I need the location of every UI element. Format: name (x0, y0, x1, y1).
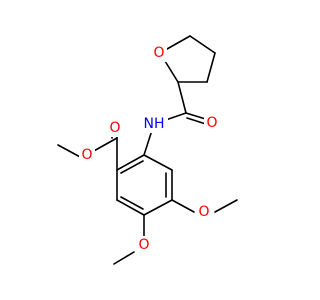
bond (120, 160, 144, 174)
atom-ester-oxygen: O (79, 146, 95, 164)
bond (91, 137, 118, 153)
atom-methoxy-oxygen-4: O (196, 203, 212, 221)
bond (143, 199, 173, 216)
atom-ester-carbonyl-oxygen: O (107, 119, 123, 137)
atom-label: O (138, 237, 149, 253)
bond (120, 196, 144, 210)
bond (116, 154, 145, 171)
atom-amide-nitrogen: NH (140, 115, 168, 133)
bond (177, 81, 187, 114)
bond (57, 144, 83, 159)
atom-ring-oxygen: O (151, 44, 167, 62)
atom-label: NH (144, 116, 165, 132)
bond (171, 199, 195, 213)
bond (143, 154, 173, 171)
bond-layer (57, 35, 238, 265)
atom-label-layer: O NH O O O O O (79, 44, 220, 254)
bond (116, 199, 145, 216)
bond (214, 199, 238, 213)
atom-label: O (153, 45, 164, 61)
bond (113, 251, 135, 265)
atom-label: O (206, 115, 217, 131)
atom-amide-carbonyl-oxygen: O (204, 114, 220, 132)
atom-label: O (198, 204, 209, 220)
atom-methoxy-oxygen-5: O (136, 236, 152, 254)
atom-label: O (81, 147, 92, 163)
molecule-structure: O NH O O O O O (57, 35, 238, 265)
bond (206, 52, 216, 83)
atom-label: O (109, 120, 120, 136)
bond (189, 35, 216, 54)
